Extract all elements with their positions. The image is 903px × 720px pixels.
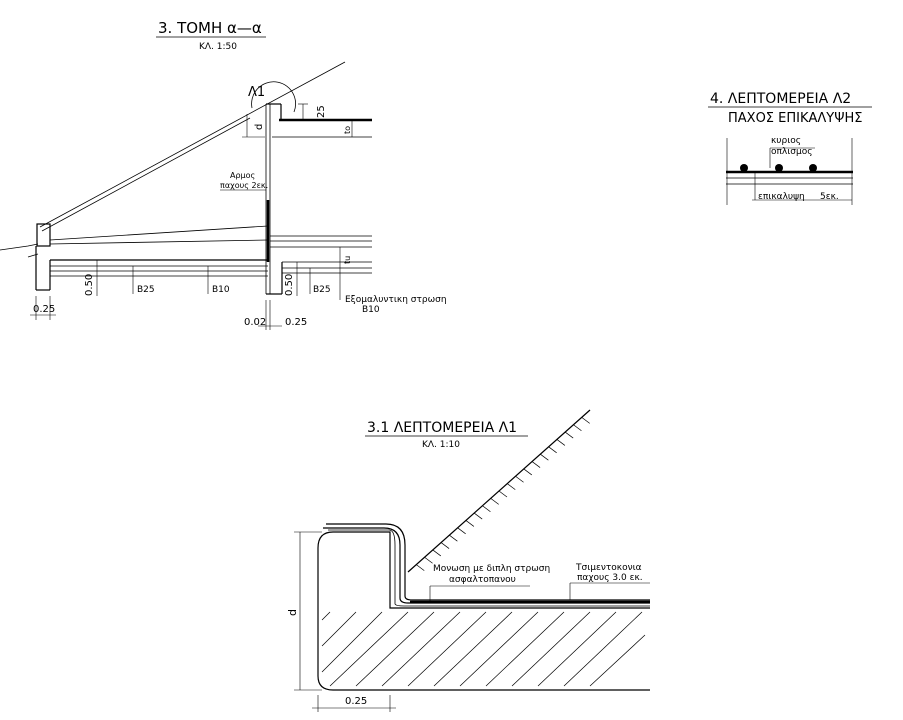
leveling-label: Εξομαλυντικη στρωση [345,295,447,305]
slope-hatch-tick [523,468,533,476]
concrete-hatch-line [511,611,591,687]
slope-hatch-tick [432,549,442,557]
slope-hatch-tick [457,527,466,535]
rebar-dot [740,164,748,172]
detail-l1-title: 3.1 ΛΕΠΤΟΜΕΡΕΙΑ Λ1 [367,420,517,436]
dim-25: 25 [316,105,327,118]
slope-hatch-tick [482,505,491,513]
section-a-drawing: 3. ΤΟΜΗ α—α ΚΛ. 1:50 [0,19,447,330]
main-reinforcement-label-1: κυριος [771,136,801,146]
dim-025-left: 0.25 [33,304,55,315]
section-a-title: 3. ΤΟΜΗ α—α [158,19,262,37]
b25-right-label: B25 [313,285,331,295]
slope-hatch-tick [440,542,450,549]
concrete-hatch-line [589,634,646,687]
slope-hatch-tick [416,564,425,571]
concrete-hatch-line [537,611,617,687]
slope-hatch-tick [556,439,566,446]
cement-mortar-label-2: παχους 3.0 εκ. [577,573,643,583]
leveling-grade-label: B10 [362,305,380,315]
slope-hatch-tick [573,424,582,432]
slope-hatch-tick [449,534,458,542]
slope-hatch-tick [540,453,549,461]
concrete-hatch-line [485,611,565,687]
rebar-dot [775,164,783,172]
detail-l1-scale: ΚΛ. 1:10 [422,440,460,450]
slope-hatch-tick [515,475,524,483]
slope-hatch-tick [507,483,516,490]
rebar-dot [809,164,817,172]
slope-hatch-tick [424,556,433,564]
detail-l2-title: 4. ΛΕΠΤΟΜΕΡΕΙΑ Λ2 [710,91,851,107]
dim-d-detail: d [286,609,299,616]
insulation-label-1: Μονωση με διπλη στρωση [433,564,550,574]
main-reinforcement-label-2: οπλισμος [771,147,813,157]
dim-025-b: 0.25 [285,317,307,328]
slope-hatch-tick [531,461,541,468]
concrete-hatch-line [433,611,513,687]
detail-l1-drawing: 3.1 ΛΕΠΤΟΜΕΡΕΙΑ Λ1 ΚΛ. 1:10 Μονωση με δι… [286,409,650,712]
cover-label: επικαλυψη [758,192,805,202]
insulation-label-2: ασφαλτοπανου [449,575,516,585]
slope-hatch-tick [473,512,483,520]
joint-thickness-label: παχους 2εκ. [220,181,268,190]
concrete-hatch-line [381,611,461,687]
section-a-scale: ΚΛ. 1:50 [199,42,237,52]
b25-left-label: B25 [137,285,155,295]
dim-050-left: 0.50 [84,274,95,296]
concrete-hatch-line [563,611,643,687]
concrete-hatch-line [355,611,435,687]
slope-hatch-tick [490,498,499,505]
slope-hatch-tick [581,417,590,424]
concrete-hatch-line [321,611,383,673]
slope-hatch-tick [465,520,475,527]
b10-label: B10 [212,285,230,295]
slope-hatch-tick [548,446,557,454]
dim-050-right: 0.50 [284,274,295,296]
dim-002: 0.02 [244,317,266,328]
detail-l2-drawing: 4. ΛΕΠΤΟΜΕΡΕΙΑ Λ2 ΠΑΧΟΣ ΕΠΙΚΑΛΥΨΗΣ κυριο… [708,91,872,205]
detail-ref-l1: Λ1 [248,85,265,100]
dim-to: to [343,126,352,134]
dim-tu: tu [343,256,352,264]
cover-value: 5εκ. [820,192,839,202]
joint-label: Αρμος [230,171,255,180]
detail-l2-subtitle: ΠΑΧΟΣ ΕΠΙΚΑΛΥΨΗΣ [728,111,862,126]
concrete-hatch-line [321,611,357,647]
concrete-hatch-line [459,611,539,687]
concrete-hatch-line [329,611,409,687]
concrete-hatch-line [321,611,331,621]
dim-025-detail: 0.25 [345,696,367,707]
dim-d: d [254,124,265,130]
slope-hatch-tick [564,431,574,439]
concrete-hatch-line [407,611,487,687]
slope-hatch-tick [498,490,508,498]
cement-mortar-label-1: Τσιμεντοκονια [575,563,642,573]
